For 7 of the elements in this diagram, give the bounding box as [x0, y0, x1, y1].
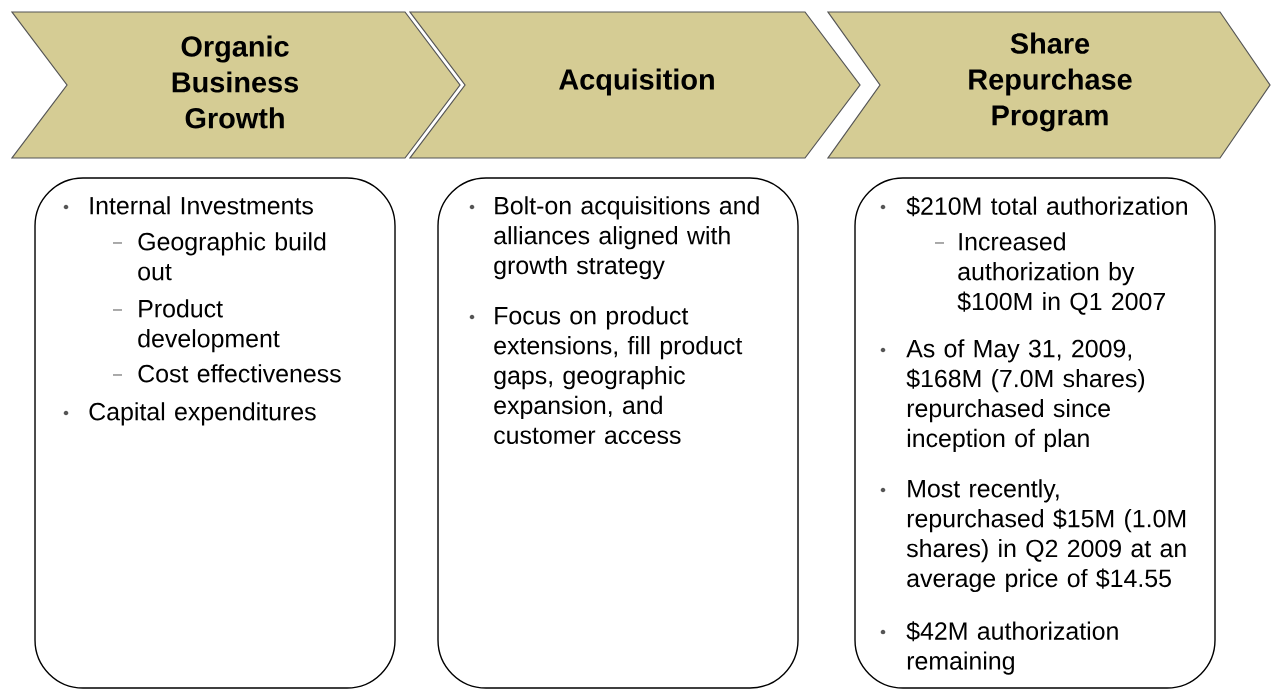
rounded-box: $210M total authorization Increased authorization by $100M in Q1 2007 As of May 31, 2009, $168M (7.0M shares) repurchased since inception of plan Most recently, repurchased $15M (1.0M shares) in Q2 2009 at an average price of $14.55 $42M authorization remaining	[854, 177, 1216, 689]
rounded-box: Internal Investments Geographic build out Product development Cost effectiveness Capital expenditures	[34, 177, 396, 689]
step-banner: Share Repurchase Program	[826, 11, 1271, 159]
step-banner: Organic Business Growth	[10, 11, 461, 159]
step-banner: Acquisition	[408, 11, 861, 159]
rounded-box: Bolt-on acquisitions and alliances aligned with growth strategy Focus on product extensions, fill product gaps, geographic expansion, and customer access	[437, 177, 799, 689]
node-label: Share Repurchase Program	[969, 32, 1132, 132]
